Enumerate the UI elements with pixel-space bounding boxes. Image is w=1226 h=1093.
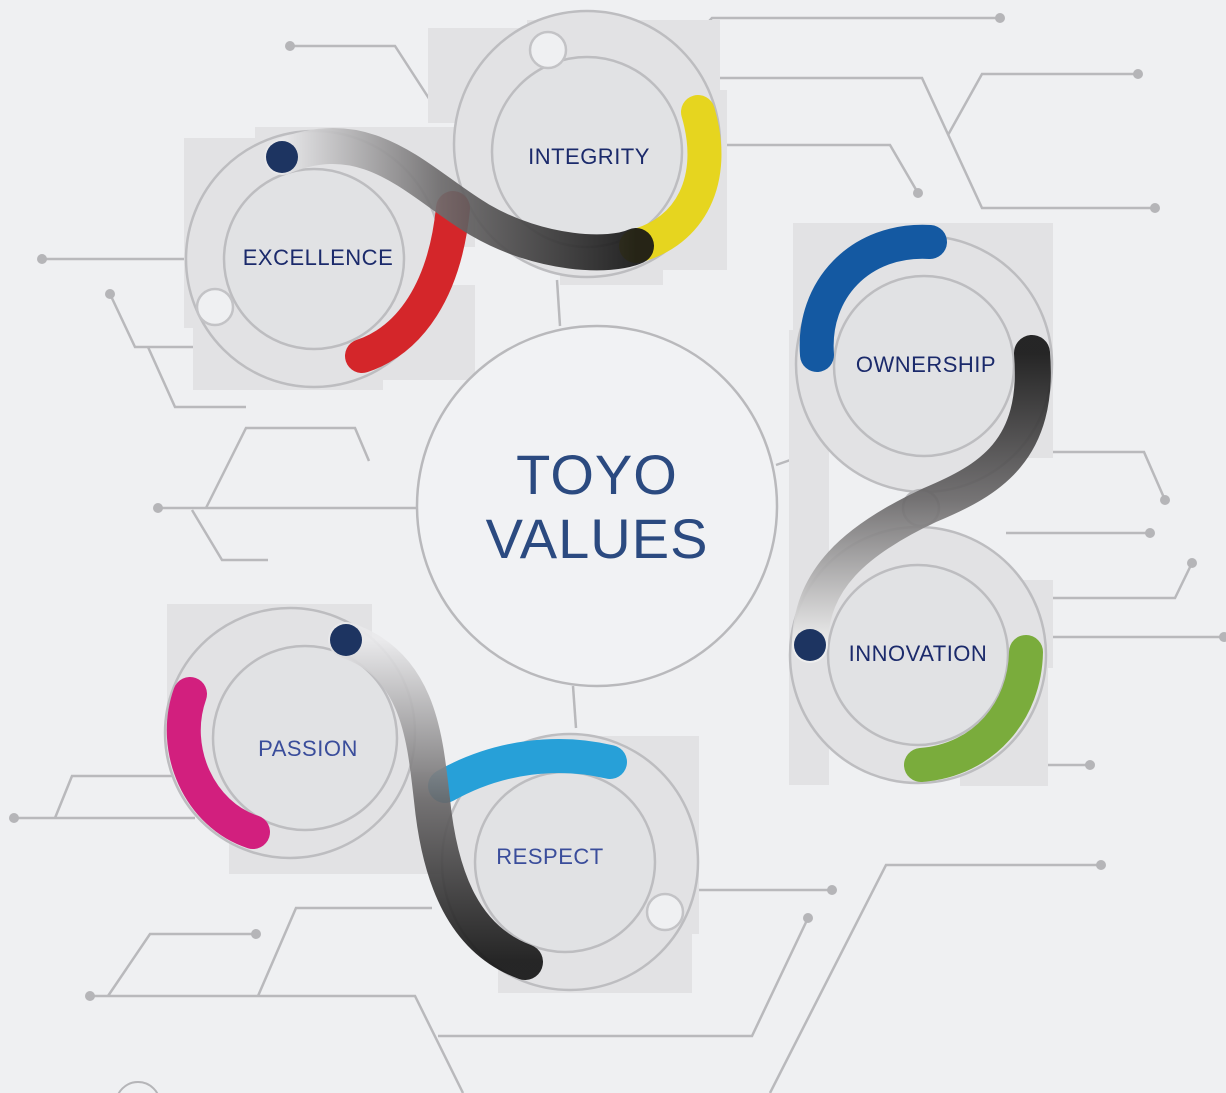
excellence-start-dot (266, 141, 298, 173)
passion-inner-disc (211, 644, 399, 832)
label-integrity: INTEGRITY (528, 144, 650, 169)
ownership-inner-disc (832, 274, 1016, 458)
loop-ownership-innovation (788, 224, 1054, 785)
center-circle (415, 324, 779, 688)
excellence-red-arc (345, 191, 470, 373)
label-respect: RESPECT (496, 844, 603, 869)
bottom-gradient-swoosh (328, 622, 543, 980)
respect-cyan-arc (428, 739, 627, 803)
innovation-green-arc (904, 635, 1043, 782)
right-gradient-swoosh (792, 335, 1051, 663)
label-excellence: EXCELLENCE (243, 245, 394, 270)
loop-excellence-integrity (184, 9, 722, 389)
loop-passion-respect (163, 606, 700, 992)
innovation-inner-disc (826, 563, 1010, 747)
top-gradient-swoosh (264, 128, 654, 271)
passion-magenta-arc (166, 677, 270, 849)
label-ownership: OWNERSHIP (856, 352, 996, 377)
ownership-blue-arc (799, 224, 947, 372)
circuit-endpoints (9, 13, 1226, 1093)
label-innovation: INNOVATION (849, 641, 988, 666)
center-title-line2: VALUES (486, 507, 709, 570)
label-passion: PASSION (258, 736, 358, 761)
integrity-connector-node (528, 30, 568, 70)
respect-connector-node (645, 892, 685, 932)
excellence-inner-disc (222, 167, 406, 351)
innovation-start-dot (794, 629, 826, 661)
integrity-yellow-arc (619, 95, 722, 263)
passion-start-dot (330, 624, 362, 656)
excellence-connector-node (195, 287, 235, 327)
center-title-line1: TOYO (516, 443, 678, 506)
